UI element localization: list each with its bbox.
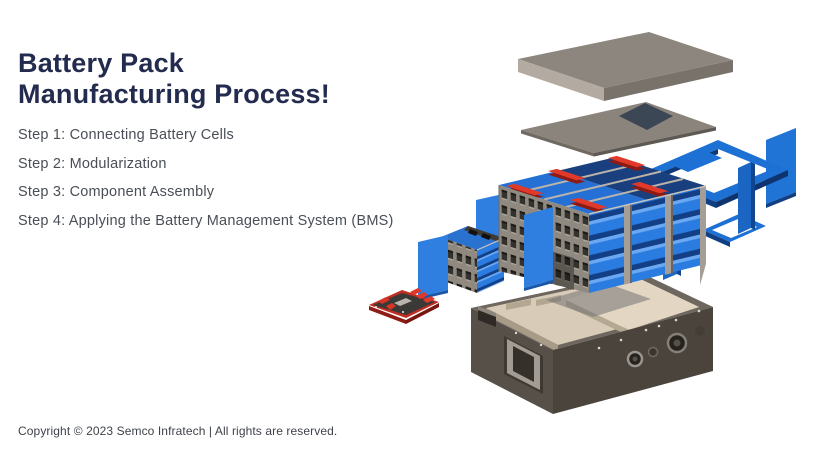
main-battery-module [498,155,707,293]
step-item-3: Step 3: Component Assembly [18,184,215,200]
module-straps [624,186,706,285]
case-rivets [514,309,701,350]
small-battery-module [441,226,505,293]
bms-circuit-board [369,288,439,324]
side-panel-mid [524,207,553,291]
step-item-2: Step 2: Modularization [18,155,167,172]
battery-pack-exploded-illustration [369,32,796,414]
frame-side-panel-right [766,128,796,208]
step-item-1: Step 1: Connecting Battery Cells [18,127,234,143]
cell-rows [589,186,706,293]
plate-inset-panel [619,103,673,130]
page-title: Battery Pack Manufacturing Process! [18,48,330,110]
side-panel-left [418,235,448,300]
module-shadow [546,283,651,317]
title-line-2: Manufacturing Process! [18,79,330,109]
step-item-4: Step 4: Applying the Battery Management … [18,212,394,229]
case-handle [504,336,543,394]
pack-top-cover [518,32,733,101]
case-connectors [626,326,705,368]
pack-cover-plate [521,102,716,157]
process-steps-list: Step 1: Connecting Battery Cells Step 2:… [18,127,394,241]
title-line-1: Battery Pack [18,48,184,78]
module-busbars [506,155,669,213]
copyright-text: Copyright © 2023 Semco Infratech | All r… [18,424,338,438]
case-latch [478,309,496,327]
